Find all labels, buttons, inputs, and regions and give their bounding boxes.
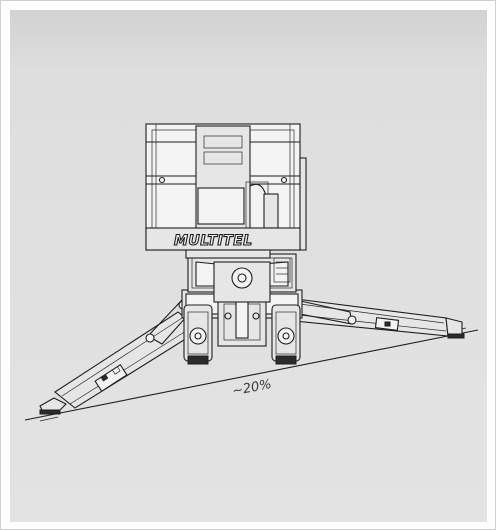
slope-label: ~20% <box>231 377 273 399</box>
work-platform-basket: MULTITEL <box>145 123 307 259</box>
left-outrigger <box>39 299 201 415</box>
turret <box>187 253 297 303</box>
brand-logo: MULTITEL <box>174 233 253 249</box>
right-outrigger <box>283 295 465 339</box>
ground-slope-line <box>24 329 479 421</box>
ground-tick-left <box>39 416 59 422</box>
